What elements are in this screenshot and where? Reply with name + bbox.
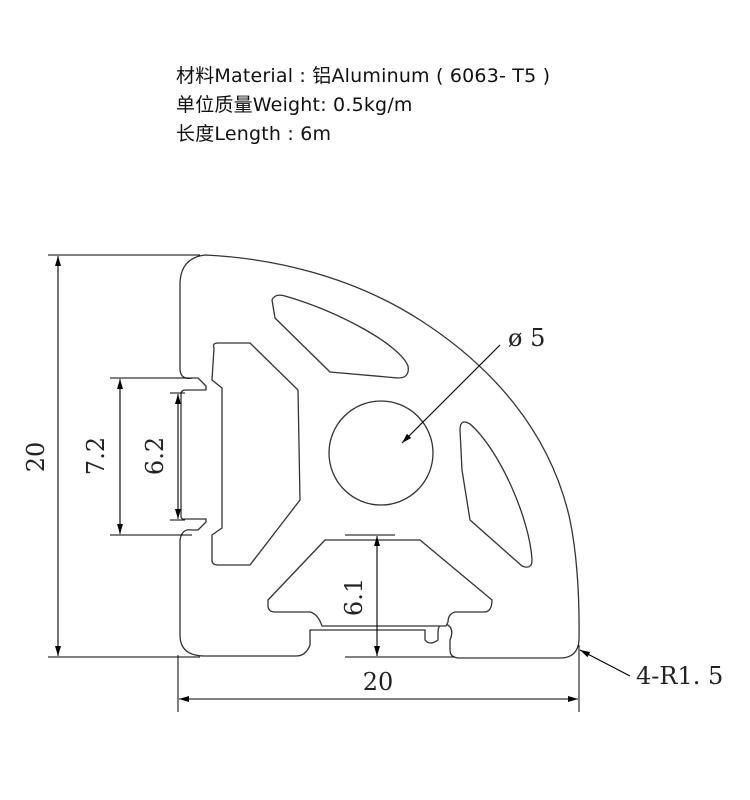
slot-inner-label: 6.2 (141, 437, 169, 475)
specification-block: 材料Material : 铝Aluminum ( 6063- T5 ) 单位质量… (176, 62, 550, 149)
right-cavity (459, 421, 533, 568)
hole-leader-line (401, 344, 501, 444)
left-slot-cavity (211, 342, 301, 566)
weight-spec: 单位质量Weight: 0.5kg/m (176, 94, 413, 116)
corner-radius-label: 4-R1. 5 (636, 662, 723, 690)
slot-outer-label: 7.2 (82, 437, 110, 475)
material-spec: 材料Material : 铝Aluminum ( 6063- T5 ) (176, 65, 551, 87)
radius-leader-line (579, 649, 631, 677)
upper-cavity (271, 294, 409, 379)
center-hole (328, 400, 434, 506)
hole-diameter-label: ø 5 (508, 324, 545, 352)
length-spec: 长度Length : 6m (176, 123, 332, 145)
slot-depth-label: 6.1 (340, 578, 368, 616)
bottom-slot-cavity (267, 539, 493, 627)
height-label: 20 (22, 442, 50, 473)
width-label: 20 (363, 668, 394, 696)
